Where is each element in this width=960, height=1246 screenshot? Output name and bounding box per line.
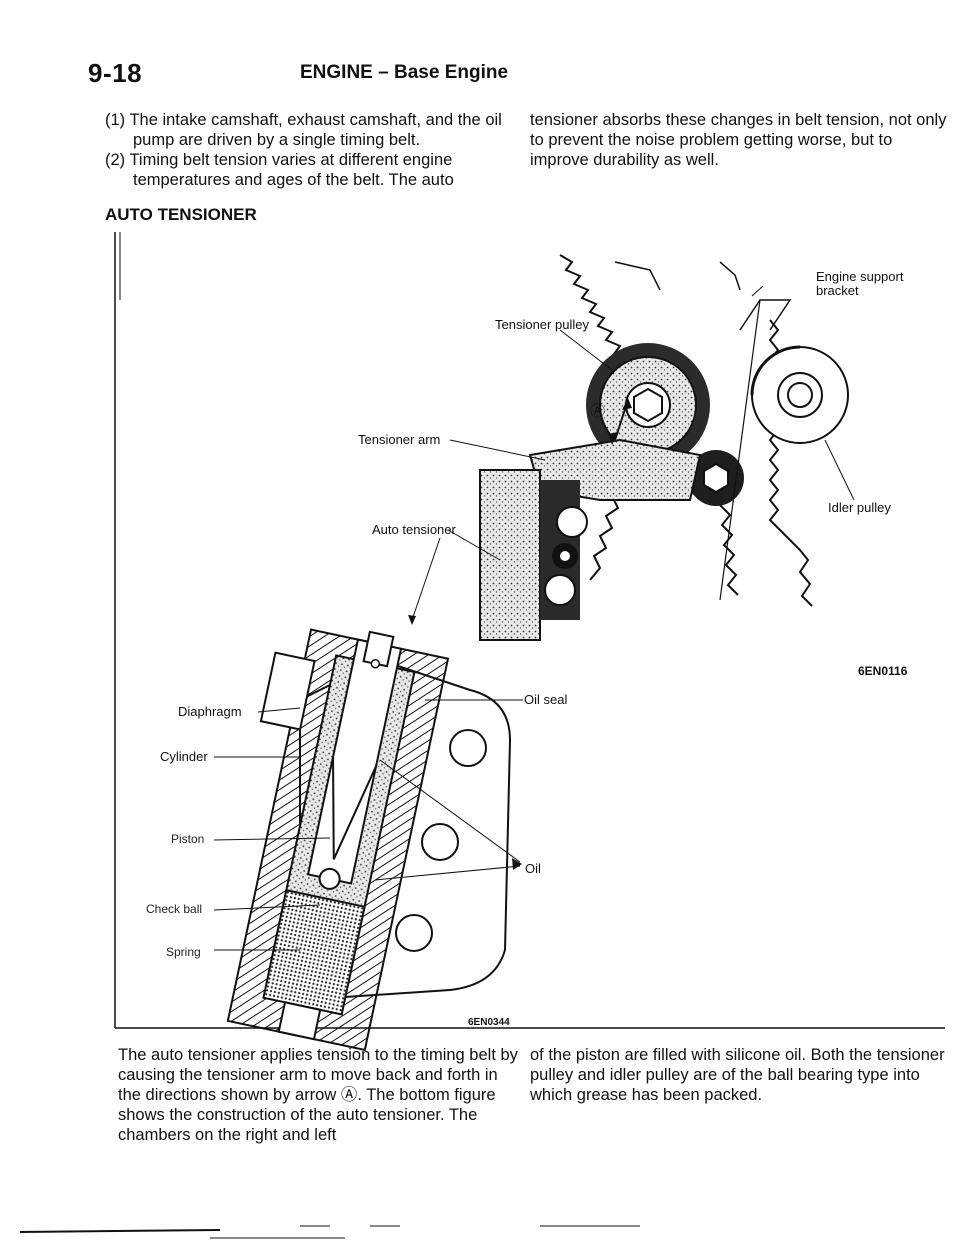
label-auto-tensioner: Auto tensioner xyxy=(372,522,456,537)
header-subtitle: Base Engine xyxy=(394,62,509,83)
description-left: The auto tensioner applies tension to th… xyxy=(118,1046,518,1144)
intro-item-2: (2) Timing belt tension varies at differ… xyxy=(105,151,454,189)
figure-top-code: 6EN0116 xyxy=(858,664,908,678)
figure-bottom-code: 6EN0344 xyxy=(468,1017,510,1028)
intro-left-column: (1) The intake camshaft, exhaust camshaf… xyxy=(105,110,510,190)
label-check-ball: Check ball xyxy=(146,902,203,916)
label-oil-seal: Oil seal xyxy=(524,692,568,707)
label-cylinder: Cylinder xyxy=(160,749,208,764)
label-idler-pulley: Idler pulley xyxy=(828,500,891,515)
label-diaphragm: Diaphragm xyxy=(178,704,242,719)
description-right: of the piston are filled with silicone o… xyxy=(530,1046,945,1104)
label-tensioner-arm: Tensioner arm xyxy=(358,432,441,447)
label-spring: Spring xyxy=(166,945,201,959)
label-engine-support-bracket: Engine support bracket xyxy=(816,269,904,298)
label-tensioner-pulley: Tensioner pulley xyxy=(495,317,589,332)
page-header: ENGINE – Base Engine xyxy=(300,62,508,84)
label-oil: Oil xyxy=(525,861,541,876)
header-title: ENGINE xyxy=(300,62,373,83)
intro-right-column: tensioner absorbs these changes in belt … xyxy=(530,111,947,169)
page-number: 9-18 xyxy=(88,58,143,88)
arrow-a-marker: Ⓐ xyxy=(590,403,606,420)
intro-item-1: (1) The intake camshaft, exhaust camshaf… xyxy=(105,111,502,149)
label-piston: Piston xyxy=(171,832,205,846)
section-title: AUTO TENSIONER xyxy=(105,205,257,224)
header-separator: – xyxy=(378,62,389,83)
